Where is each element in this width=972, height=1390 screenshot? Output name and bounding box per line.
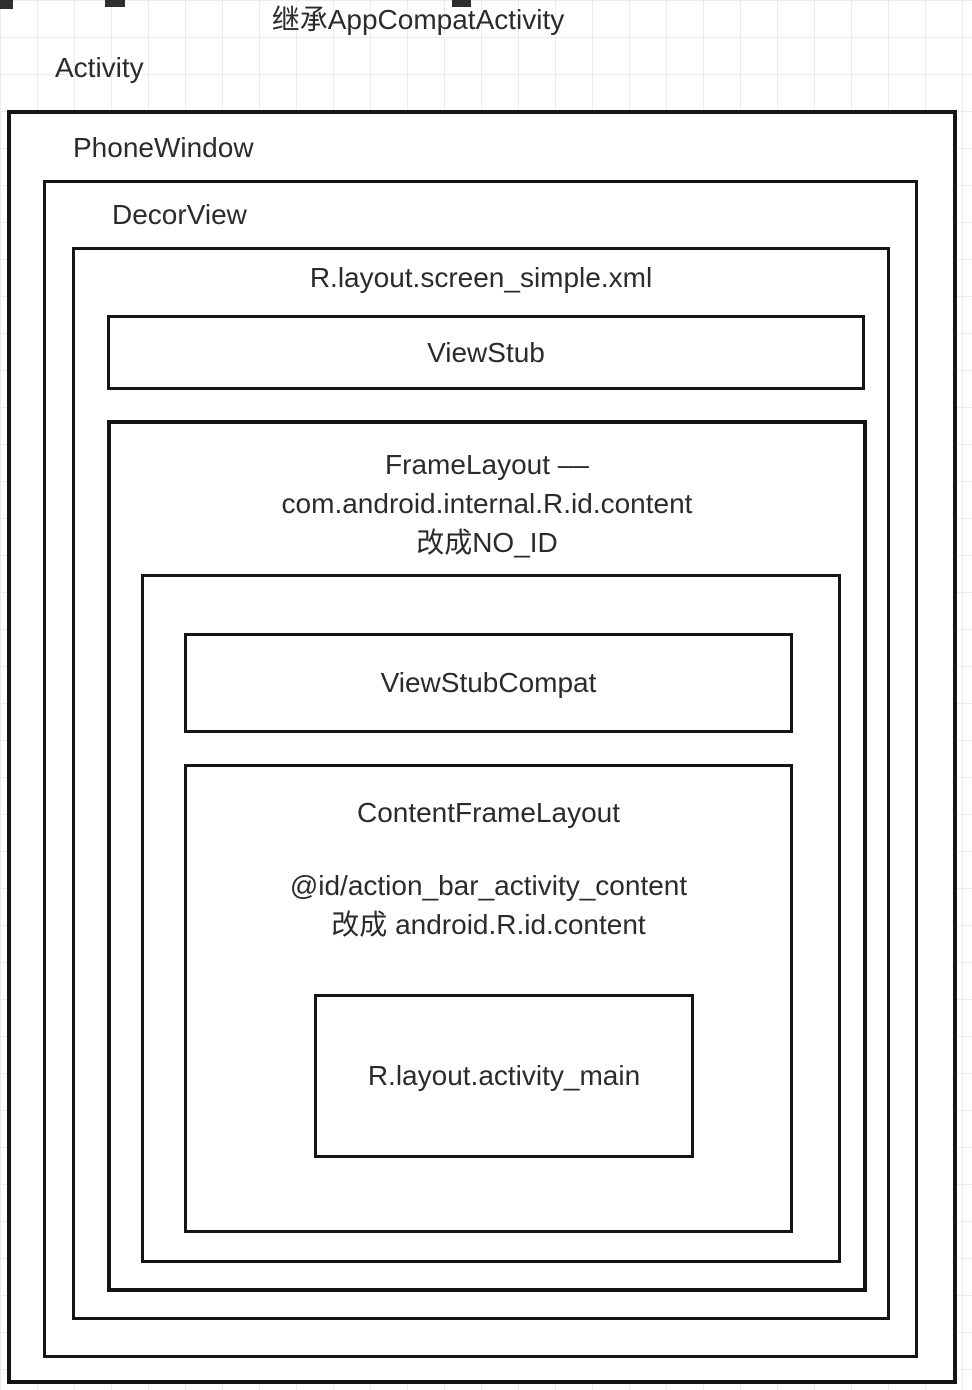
framelayout-id-label: com.android.internal.R.id.content [281,488,693,519]
viewstub-box: ViewStub [107,315,865,390]
activity-main-label: R.layout.activity_main [367,1060,641,1091]
decorview-label: DecorView [112,199,247,230]
activity-main-box: R.layout.activity_main [314,994,694,1158]
framelayout-box: FrameLayout –– com.android.internal.R.id… [107,420,867,1292]
viewstubcompat-box: ViewStubCompat [184,633,793,733]
contentframelayout-id-label: @id/action_bar_activity_content [289,870,688,901]
top-edge-artifact [452,0,471,7]
contentframelayout-note-label: 改成 android.R.id.content [331,909,646,940]
contentframelayout-label: ContentFrameLayout [356,797,621,828]
top-edge-artifact [105,0,125,7]
contentframelayout-id-text: @id/action_bar_activity_content 改成 andro… [187,866,790,944]
top-edge-artifact [0,0,13,9]
unlabeled-container-box: ViewStubCompat ContentFrameLayout @id/ac… [141,574,841,1263]
diagram-title: 继承AppCompatActivity [271,4,565,35]
decorview-box: DecorView R.layout.screen_simple.xml Vie… [43,180,918,1358]
phonewindow-label: PhoneWindow [73,132,254,163]
framelayout-note-label: 改成NO_ID [416,527,558,558]
framelayout-text: FrameLayout –– com.android.internal.R.id… [111,445,863,562]
screen-simple-box: R.layout.screen_simple.xml ViewStub Fram… [72,247,890,1320]
screen-simple-label: R.layout.screen_simple.xml [309,262,653,293]
framelayout-label: FrameLayout –– [385,449,589,480]
contentframelayout-box: ContentFrameLayout @id/action_bar_activi… [184,764,793,1233]
viewstub-label: ViewStub [427,336,545,368]
activity-label: Activity [55,52,144,83]
viewstubcompat-label: ViewStubCompat [380,667,597,698]
phonewindow-box: PhoneWindow DecorView R.layout.screen_si… [7,110,957,1384]
